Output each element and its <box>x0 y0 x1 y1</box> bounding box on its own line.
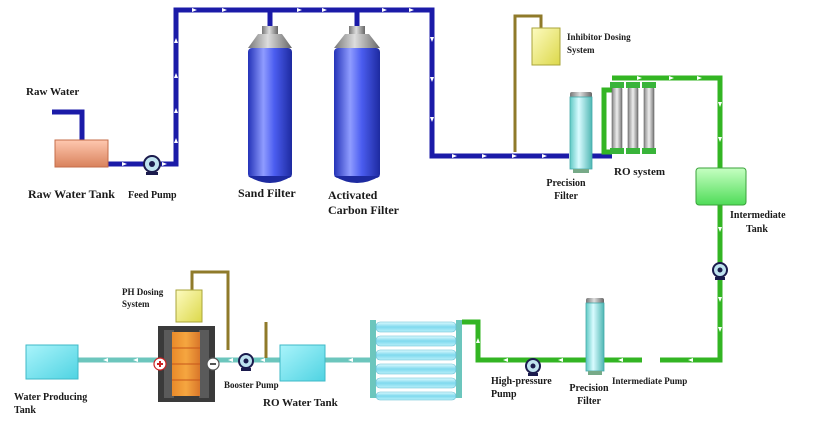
ro-water-tank <box>279 344 326 382</box>
flow-arrows <box>103 8 722 362</box>
inhibitor-dosing-line <box>513 14 543 152</box>
flow-arrow-icon <box>503 358 508 362</box>
intermediate-tank-label-1: Intermediate <box>730 210 786 221</box>
flow-arrow-icon <box>476 338 480 343</box>
flow-arrow-icon <box>558 358 563 362</box>
water-producing-tank-label-1: Water Producing <box>14 392 88 403</box>
carbon-filter-label-1: Activated <box>328 188 378 202</box>
intermediate-pump-icon <box>712 262 728 280</box>
flow-arrow-icon <box>718 137 722 142</box>
flow-arrow-icon <box>718 327 722 332</box>
flow-arrow-icon <box>718 297 722 302</box>
minus-icon <box>206 357 220 371</box>
flow-arrow-icon <box>192 8 197 12</box>
flow-arrow-icon <box>103 358 108 362</box>
intermediate-tank <box>695 167 747 206</box>
carbon-filter-vessel <box>334 26 380 183</box>
edi-module <box>153 326 220 402</box>
inhibitor-dosing-tank <box>531 27 561 66</box>
intermediate-tank-label-2: Tank <box>746 224 768 235</box>
water-producing-tank-label-2: Tank <box>14 405 36 416</box>
flow-arrow-icon <box>718 102 722 107</box>
precision-filter-bottom-label-1: Precision <box>569 383 609 394</box>
ro-membrane-rack <box>370 320 462 401</box>
flow-arrow-icon <box>512 154 517 158</box>
inhibitor-dosing-label-1: Inhibitor Dosing <box>567 32 631 42</box>
flow-arrow-icon <box>174 108 178 113</box>
booster-pump-label: Booster Pump <box>224 380 279 390</box>
flow-arrow-icon <box>618 358 623 362</box>
flow-arrow-icon <box>430 77 434 82</box>
ph-dosing-label-1: PH Dosing <box>122 287 164 297</box>
ro-system-label: RO system <box>614 166 666 178</box>
carbon-filter-label-2: Carbon Filter <box>328 203 399 217</box>
high-pressure-pump-icon <box>525 358 541 376</box>
high-pressure-pump-label-1: High-pressure <box>491 376 552 387</box>
flow-arrow-icon <box>430 117 434 122</box>
flow-arrow-icon <box>162 162 167 166</box>
flow-arrow-icon <box>260 358 265 362</box>
water-producing-tank <box>25 344 79 380</box>
flow-arrow-icon <box>669 76 674 80</box>
precision-filter-bottom <box>585 298 605 375</box>
flow-arrow-icon <box>228 358 233 362</box>
flow-arrow-icon <box>122 162 127 166</box>
feed-pump-label: Feed Pump <box>128 190 177 201</box>
intermediate-tank-outlet-pipe <box>660 205 723 363</box>
flow-arrow-icon <box>382 8 387 12</box>
flow-arrow-icon <box>718 227 722 232</box>
sand-filter-label: Sand Filter <box>238 186 296 200</box>
raw-water-label: Raw Water <box>26 86 80 98</box>
precision-filter-top <box>569 92 593 173</box>
intermediate-pump-label: Intermediate Pump <box>612 376 688 386</box>
flow-arrow-icon <box>542 154 547 158</box>
flow-arrow-icon <box>452 154 457 158</box>
raw-water-inlet-pipe <box>52 109 85 140</box>
precision-filter-top-label-2: Filter <box>554 191 578 202</box>
inhibitor-dosing-label-2: System <box>567 45 595 55</box>
ph-dosing-tank <box>175 289 203 323</box>
flow-arrow-icon <box>174 38 178 43</box>
ro-water-tank-label: RO Water Tank <box>263 397 338 409</box>
raw-water-tank <box>54 139 109 168</box>
flow-arrow-icon <box>482 154 487 158</box>
flow-arrow-icon <box>697 76 702 80</box>
precision-filter-top-label-1: Precision <box>546 178 586 189</box>
ro-manifold-pipe <box>601 87 612 155</box>
ph-dosing-label-2: System <box>122 299 150 309</box>
flow-arrow-icon <box>322 8 327 12</box>
flow-arrow-icon <box>637 76 642 80</box>
sand-filter-vessel <box>248 26 292 183</box>
flow-arrow-icon <box>297 8 302 12</box>
flow-arrow-icon <box>222 8 227 12</box>
precision-filter-bottom-label-2: Filter <box>577 396 601 407</box>
flow-arrow-icon <box>348 358 353 362</box>
flow-arrow-icon <box>688 358 693 362</box>
high-pressure-pump-label-2: Pump <box>491 389 517 400</box>
ph-dosing-line <box>190 270 230 350</box>
feed-pump-icon <box>143 155 161 175</box>
booster-pump-icon <box>238 353 254 371</box>
raw-water-pipes <box>52 7 612 167</box>
flow-arrow-icon <box>430 37 434 42</box>
high-pressure-pipe <box>462 319 586 363</box>
ro-system-membranes <box>610 82 656 154</box>
flow-arrow-icon <box>133 358 138 362</box>
flow-arrow-icon <box>409 8 414 12</box>
raw-water-tank-label: Raw Water Tank <box>28 187 115 201</box>
plus-icon <box>153 357 167 371</box>
flow-arrow-icon <box>174 73 178 78</box>
flow-arrow-icon <box>174 138 178 143</box>
